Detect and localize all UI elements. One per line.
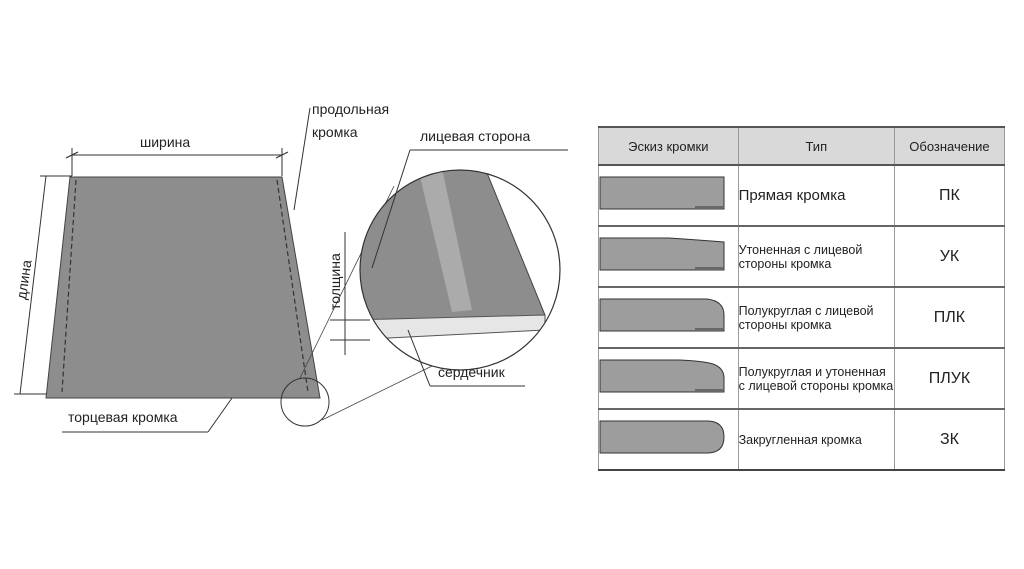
label-longitudinal-edge-2: кромка — [312, 124, 358, 140]
label-end-edge: торцевая кромка — [68, 409, 178, 425]
table-row: Закругленная кромка ЗК — [598, 409, 1006, 471]
header-type: Тип — [737, 126, 895, 166]
label-face-side: лицевая сторона — [420, 128, 531, 144]
rounded-edge-icon — [599, 420, 725, 454]
sheet-right-seam — [276, 179, 309, 393]
edge-type: Закругленная кромка — [737, 409, 895, 471]
label-thickness: толщина — [327, 253, 343, 310]
edge-code: ПЛУК — [893, 348, 1006, 410]
core-leader — [407, 329, 431, 387]
edge-code: УК — [893, 226, 1006, 288]
edge-code: ЗК — [893, 409, 1006, 471]
edge-type: Полукруглая и утоненная с лицевой сторон… — [737, 348, 895, 410]
detail-circle-small — [280, 377, 330, 427]
magnified-edge-detail — [360, 170, 560, 370]
table-row: Прямая кромка ПК — [598, 165, 1006, 227]
longitudinal-edge-leader — [293, 107, 311, 211]
face-side-leader — [371, 149, 411, 269]
table-row: Полукруглая и утоненная с лицевой сторон… — [598, 348, 1006, 410]
edge-types-table: Эскиз кромки Тип Обозначение Прямая кром… — [598, 126, 1006, 471]
drywall-sheet — [45, 176, 321, 399]
sheet-left-seam — [61, 179, 77, 393]
label-longitudinal-edge-1: продольная — [312, 101, 389, 117]
edge-code: ПК — [893, 165, 1006, 227]
thinned-edge-icon — [599, 237, 725, 271]
drywall-sheet-diagram: ширина длина продольная кромка торцевая … — [13, 101, 568, 433]
table-row: Полукруглая с лицевой стороны кромка ПЛК — [598, 287, 1006, 349]
label-core: сердечник — [438, 364, 506, 380]
edge-type: Полукруглая с лицевой стороны кромка — [737, 287, 895, 349]
table-header-row: Эскиз кромки Тип Обозначение — [598, 126, 1006, 166]
label-width: ширина — [140, 134, 190, 150]
edge-code: ПЛК — [893, 287, 1006, 349]
straight-edge-icon — [599, 176, 725, 210]
label-length: длина — [13, 259, 34, 301]
header-sketch: Эскиз кромки — [598, 126, 739, 166]
semicircular-edge-icon — [599, 298, 725, 332]
table-row: Утоненная с лицевой стороны кромка УК — [598, 226, 1006, 288]
face-highlight — [418, 170, 472, 312]
magnifier-circle — [359, 169, 561, 371]
semicircular-thinned-edge-icon — [599, 359, 725, 393]
length-dimension-line — [19, 175, 47, 395]
end-edge-leader — [207, 397, 233, 433]
edge-type: Прямая кромка — [737, 165, 895, 227]
header-code: Обозначение — [893, 126, 1006, 166]
edge-type: Утоненная с лицевой стороны кромка — [737, 226, 895, 288]
